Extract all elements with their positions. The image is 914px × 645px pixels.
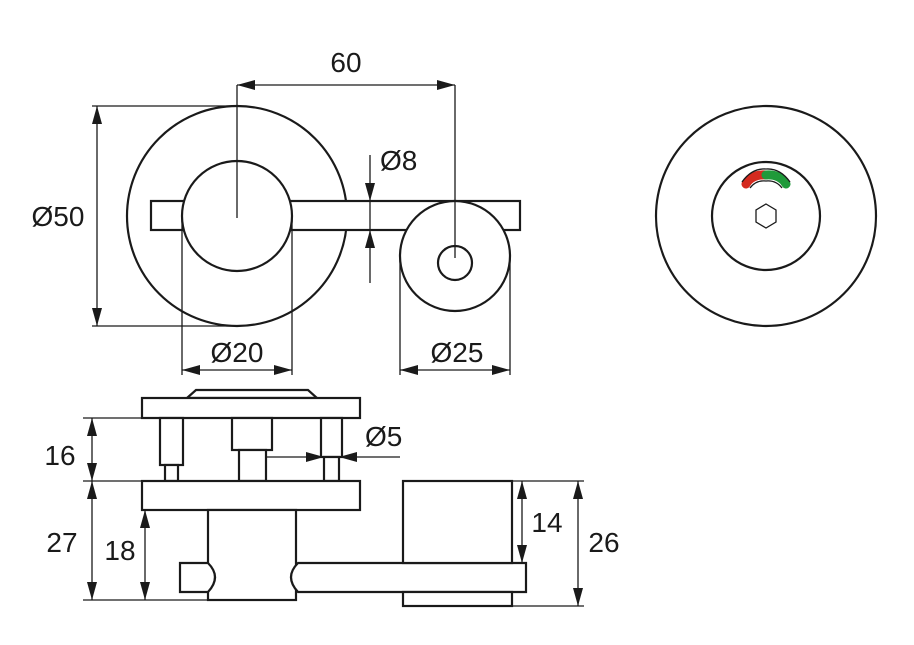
bottom-plate <box>140 479 362 512</box>
dimension-18: 18 <box>104 510 150 600</box>
dimension-dia-50-label: Ø50 <box>32 201 85 232</box>
top-plate <box>140 396 362 420</box>
side-view: 16 27 18 Ø5 <box>44 388 620 608</box>
keeper-base <box>401 590 514 608</box>
center-spindle-block <box>230 416 274 452</box>
left-stud-lower <box>163 463 180 483</box>
indicator-outline <box>741 168 791 189</box>
dimension-18-label: 18 <box>104 535 135 566</box>
center-spindle <box>237 448 268 483</box>
dimension-dia-50: Ø50 <box>32 105 237 327</box>
left-nub <box>178 561 217 594</box>
dimension-dia-8-label: Ø8 <box>380 145 417 176</box>
indicator-knob-outline <box>710 160 822 272</box>
dimension-dia-5: Ø5 <box>265 421 402 462</box>
dimension-26-label: 26 <box>588 527 619 558</box>
dimension-dia-8: Ø8 <box>365 145 417 283</box>
dimension-27: 27 <box>46 481 208 601</box>
dimension-dia-5-label: Ø5 <box>365 421 402 452</box>
dimension-14-label: 14 <box>531 507 562 538</box>
dimension-16: 16 <box>44 417 160 482</box>
right-stud-lower <box>322 455 341 483</box>
side-bolt-bar <box>289 561 528 594</box>
dimension-14: 14 <box>512 480 584 563</box>
dimension-dia-25: Ø25 <box>399 256 511 375</box>
dimension-60: 60 <box>237 47 455 90</box>
dimension-dia-20-label: Ø20 <box>211 337 264 368</box>
indicator-rosette-outline <box>654 104 878 328</box>
keeper-block <box>401 479 514 565</box>
top-view: 60 Ø50 Ø8 Ø20 <box>32 47 522 375</box>
dimension-dia-20: Ø20 <box>181 216 293 375</box>
left-stud-upper <box>158 416 185 467</box>
dimension-26: 26 <box>512 481 620 607</box>
right-stud-upper <box>319 416 344 459</box>
top-cap <box>184 388 320 400</box>
hexagon-icon <box>755 203 777 229</box>
dimension-dia-25-label: Ø25 <box>431 337 484 368</box>
front-view <box>654 104 878 328</box>
indicator-vacant-segment <box>761 170 791 189</box>
lock-body <box>206 508 298 602</box>
dimension-60-label: 60 <box>330 47 361 78</box>
dimension-27-label: 27 <box>46 527 77 558</box>
dimension-16-label: 16 <box>44 440 75 471</box>
